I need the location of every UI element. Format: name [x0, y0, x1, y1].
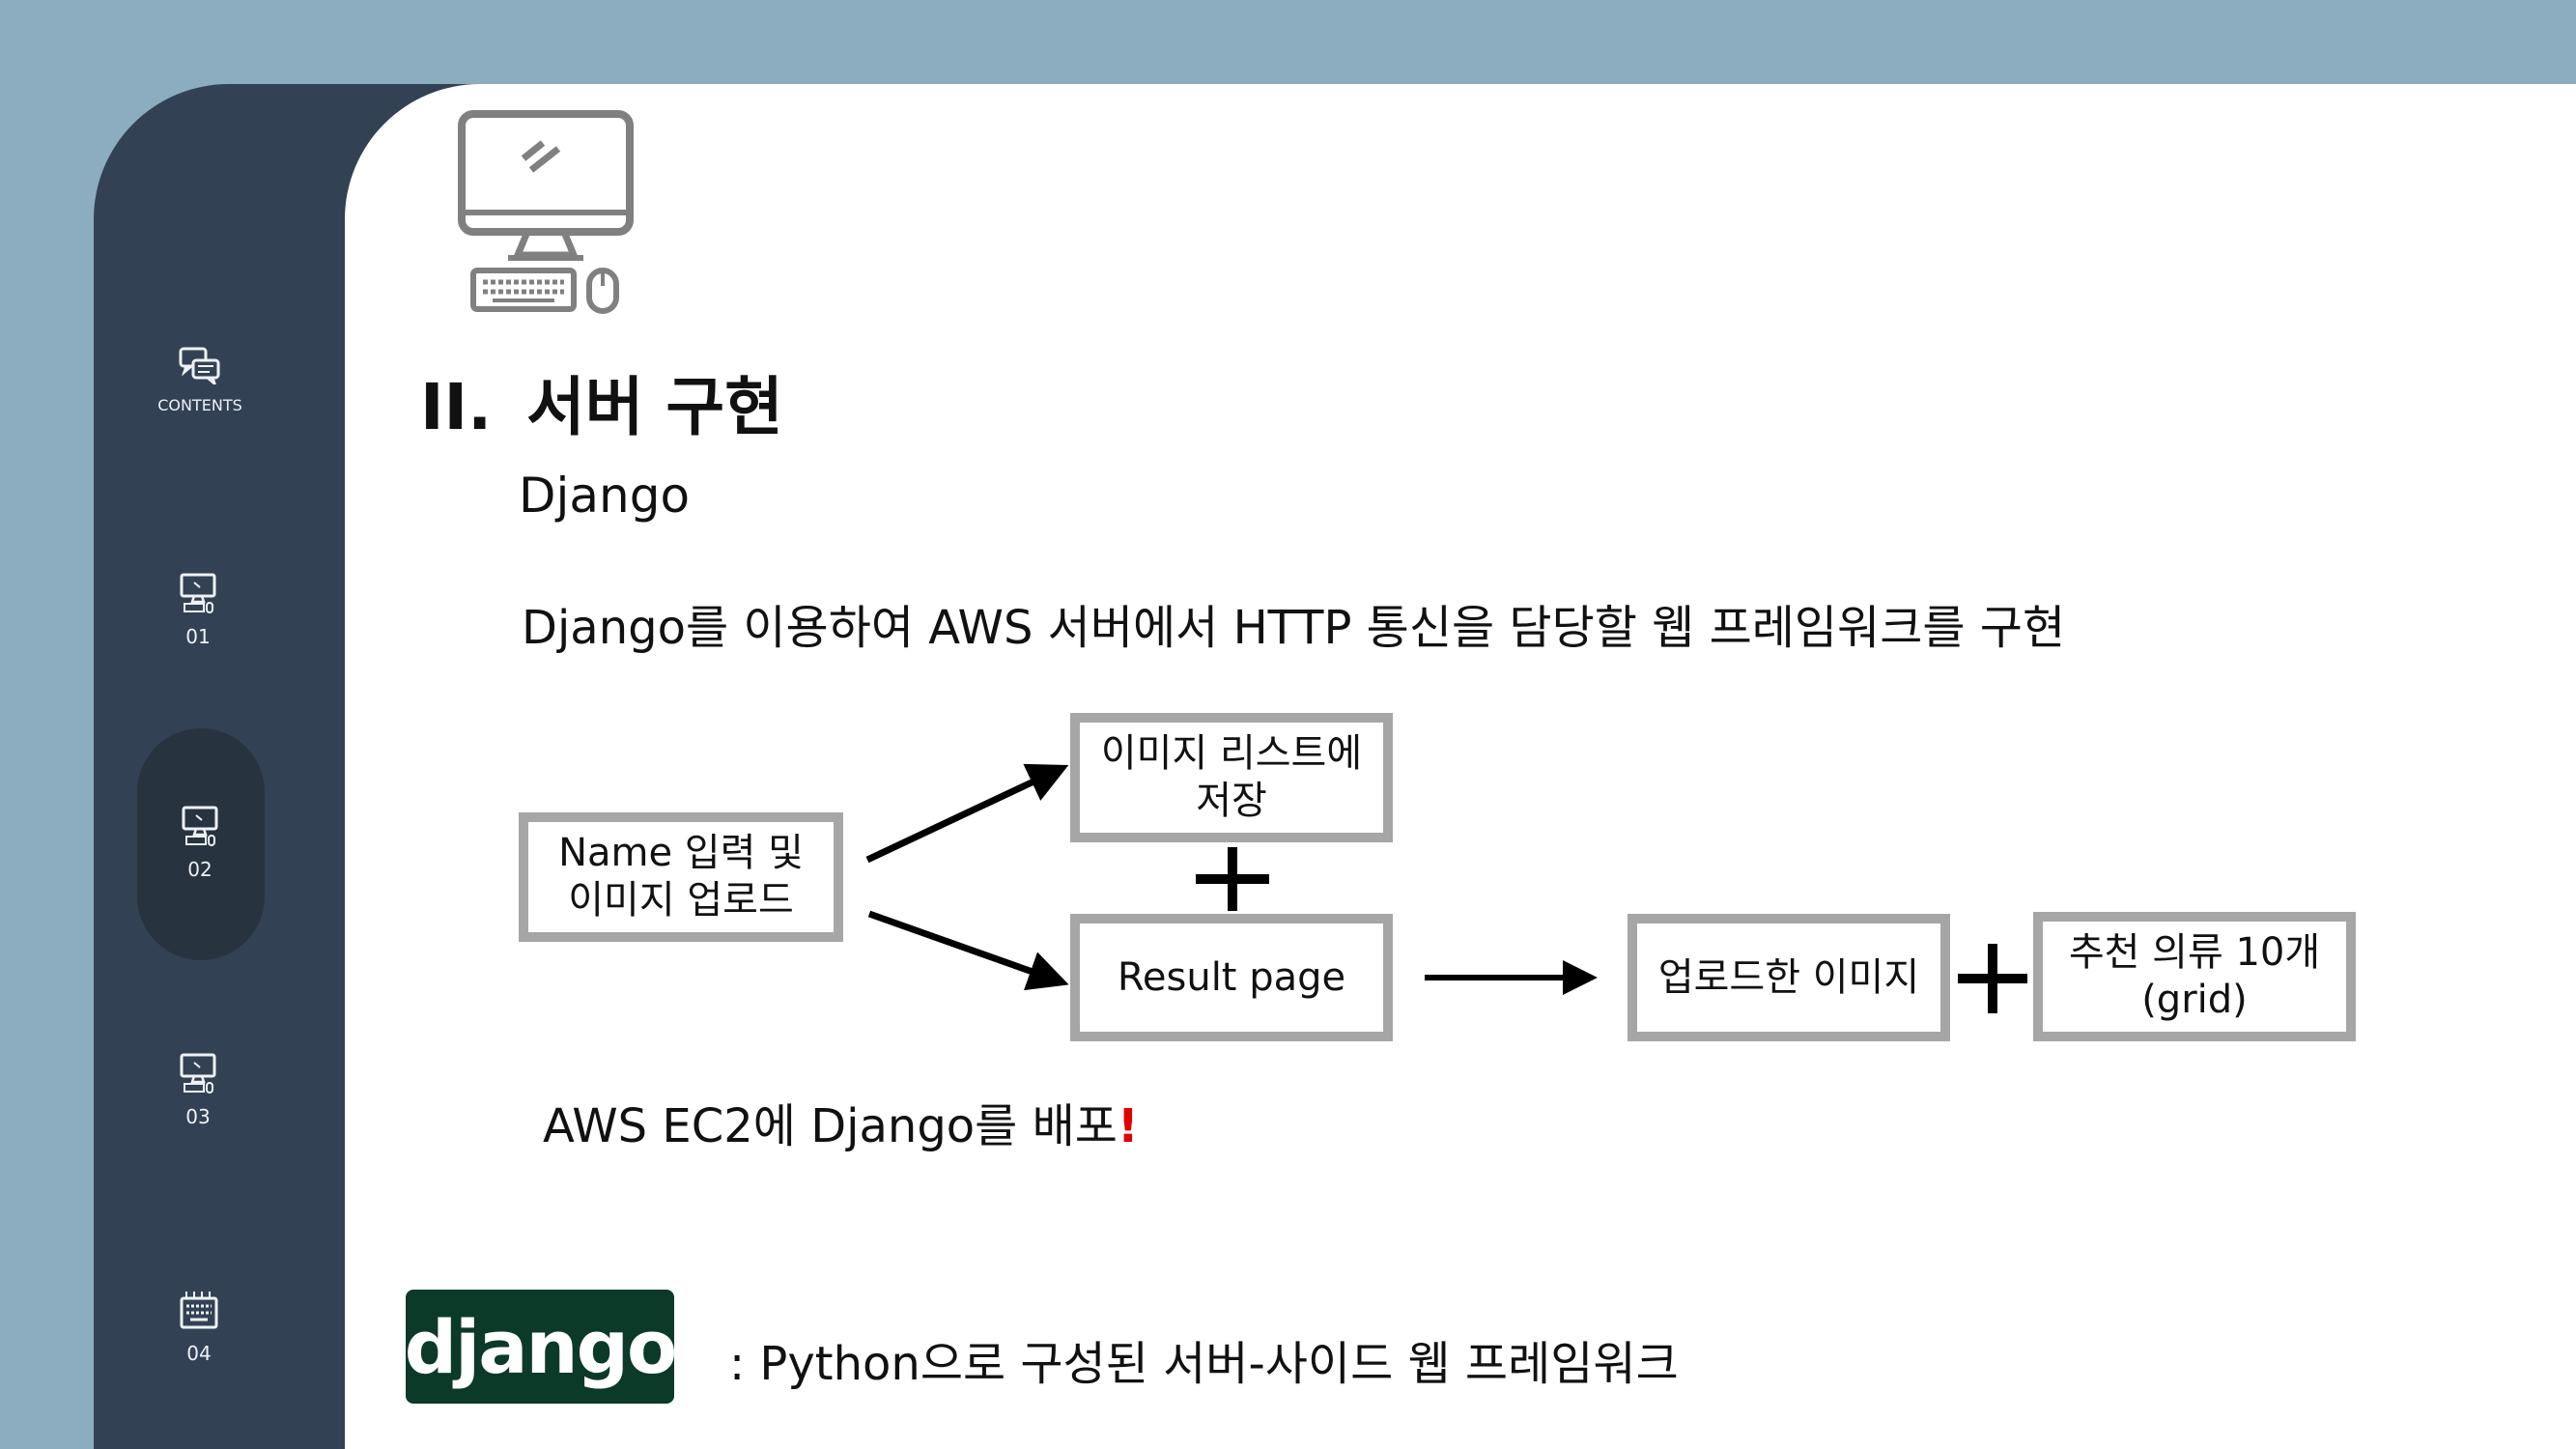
nav-label: 02: [187, 858, 212, 881]
nav-item-04[interactable]: 04: [136, 1290, 262, 1365]
django-logo-text: django: [404, 1303, 677, 1390]
deploy-label: AWS EC2에 Django를 배포: [543, 1099, 1118, 1153]
deploy-text: AWS EC2에 Django를 배포!: [543, 1088, 1139, 1155]
slide-content: [345, 84, 2576, 1449]
uploaded-image-box: 업로드한 이미지: [1628, 914, 1950, 1041]
plus-icon: [1196, 847, 1269, 911]
exclamation-mark: !: [1117, 1099, 1139, 1153]
computer-icon: [180, 1053, 216, 1094]
save-list-box: 이미지 리스트에 저장: [1070, 713, 1393, 842]
subtitle: Django: [519, 468, 691, 524]
input-upload-box: Name 입력 및 이미지 업로드: [519, 812, 843, 942]
box-line: Name 입력 및: [558, 831, 804, 876]
description: Django를 이용하여 AWS 서버에서 HTTP 통신을 담당할 웹 프레임…: [522, 601, 2066, 655]
nav-label: 01: [185, 625, 211, 648]
nav-item-02[interactable]: 02: [137, 806, 263, 881]
nav-label: 03: [185, 1105, 211, 1128]
box-line: 이미지 리스트에: [1100, 731, 1363, 777]
box-line: 저장: [1196, 779, 1267, 823]
section-title-text: 서버 구현: [526, 370, 783, 444]
recommend-box: 추천 의류 10개 (grid): [2033, 912, 2356, 1041]
arrow-to-result: [867, 910, 1069, 991]
box-line: 이미지 업로드: [568, 878, 794, 923]
computer-workstation-icon: [458, 110, 634, 314]
arrow-to-save: [865, 763, 1069, 864]
section-title: II. 서버 구현: [420, 355, 783, 448]
section-number: II.: [420, 370, 493, 444]
plus-icon: [1958, 944, 2027, 1013]
computer-icon: [180, 573, 216, 613]
nav-label: 04: [186, 1342, 212, 1365]
django-logo: django: [404, 1290, 677, 1404]
chat-bubbles-icon: [179, 347, 220, 384]
nav-label: CONTENTS: [157, 396, 242, 414]
box-line: (grid): [2141, 978, 2248, 1022]
box-line: 추천 의류 10개: [2068, 930, 2321, 976]
django-description: : Python으로 구성된 서버-사이드 웹 프레임워크: [729, 1337, 1679, 1391]
box-line: 업로드한 이미지: [1657, 954, 1920, 1000]
result-page-box: Result page: [1070, 914, 1393, 1041]
box-line: Result page: [1117, 954, 1346, 1000]
keyboard-icon: [180, 1292, 218, 1329]
nav-item-contents[interactable]: CONTENTS: [137, 346, 263, 414]
nav-item-03[interactable]: 03: [135, 1053, 261, 1128]
computer-icon: [182, 806, 218, 846]
nav-item-01[interactable]: 01: [135, 573, 261, 648]
